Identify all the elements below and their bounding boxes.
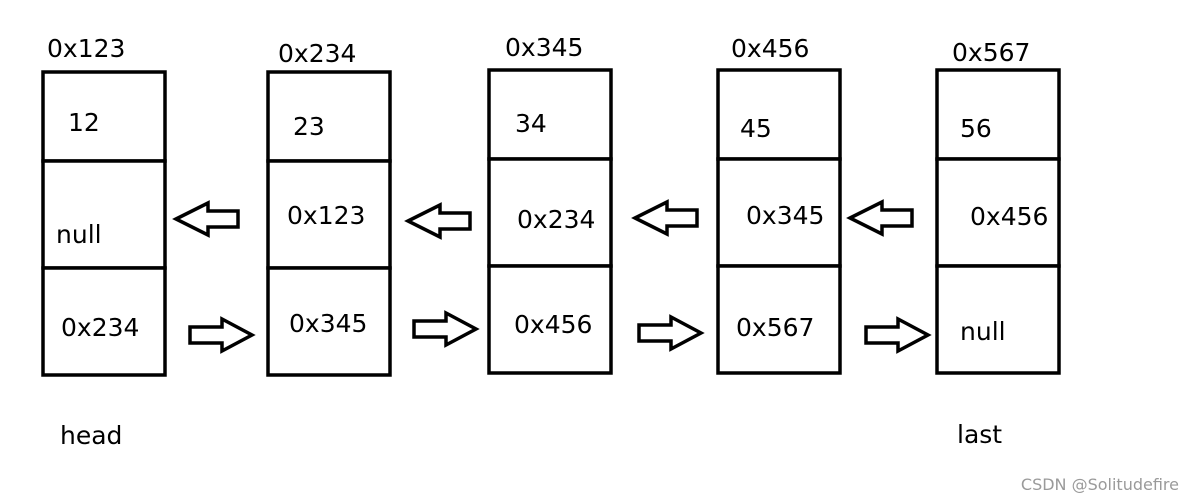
node-1-next: 0x345 bbox=[289, 309, 368, 338]
node-2-prev-cell bbox=[487, 157, 613, 268]
node-0-prev-cell bbox=[41, 159, 167, 270]
prev-arrow-3-icon bbox=[631, 199, 699, 237]
node-4-prev: 0x456 bbox=[970, 202, 1049, 231]
node-3-next-cell bbox=[716, 264, 842, 375]
node-1-address: 0x234 bbox=[278, 39, 357, 68]
node-2-address: 0x345 bbox=[505, 33, 584, 62]
node-1-prev: 0x123 bbox=[287, 201, 366, 230]
watermark: CSDN @Solitudefire bbox=[1020, 475, 1179, 494]
next-arrow-3-icon bbox=[637, 314, 705, 352]
last-label: last bbox=[957, 420, 1003, 449]
node-2-value-cell bbox=[487, 68, 613, 161]
node-0-prev: null bbox=[56, 220, 102, 249]
node-1-value: 23 bbox=[293, 112, 325, 141]
node-4-value: 56 bbox=[960, 114, 992, 143]
node-2-prev: 0x234 bbox=[517, 205, 596, 234]
node-1-next-cell bbox=[266, 266, 392, 377]
next-arrow-1-icon bbox=[188, 316, 256, 354]
node-3-prev-cell bbox=[716, 157, 842, 268]
node-2-next: 0x456 bbox=[514, 310, 593, 339]
node-2-next-cell bbox=[487, 264, 613, 375]
node-3-address: 0x456 bbox=[731, 34, 810, 63]
prev-arrow-2-icon bbox=[404, 202, 472, 240]
next-arrow-4-icon bbox=[864, 316, 932, 354]
node-0-value-cell bbox=[41, 70, 167, 163]
node-3 bbox=[716, 68, 842, 375]
node-3-prev: 0x345 bbox=[746, 201, 825, 230]
node-4-address: 0x567 bbox=[952, 38, 1031, 67]
node-0-next: 0x234 bbox=[61, 313, 140, 342]
node-4-value-cell bbox=[935, 68, 1061, 161]
prev-arrow-1-icon bbox=[172, 200, 240, 238]
node-0-value: 12 bbox=[68, 108, 100, 137]
node-0-next-cell bbox=[41, 266, 167, 377]
prev-arrow-4-icon bbox=[846, 199, 914, 237]
node-2 bbox=[487, 68, 613, 375]
head-label: head bbox=[60, 421, 123, 450]
node-4 bbox=[935, 68, 1061, 375]
node-4-next: null bbox=[960, 317, 1006, 346]
node-4-next-cell bbox=[935, 264, 1061, 375]
node-1 bbox=[266, 70, 392, 377]
node-1-value-cell bbox=[266, 70, 392, 163]
node-3-next: 0x567 bbox=[736, 313, 815, 342]
node-2-value: 34 bbox=[515, 109, 547, 138]
next-arrow-2-icon bbox=[412, 310, 480, 348]
node-3-value: 45 bbox=[740, 114, 772, 143]
node-4-prev-cell bbox=[935, 157, 1061, 268]
node-0-address: 0x123 bbox=[47, 34, 126, 63]
node-0 bbox=[41, 70, 167, 377]
node-3-value-cell bbox=[716, 68, 842, 161]
